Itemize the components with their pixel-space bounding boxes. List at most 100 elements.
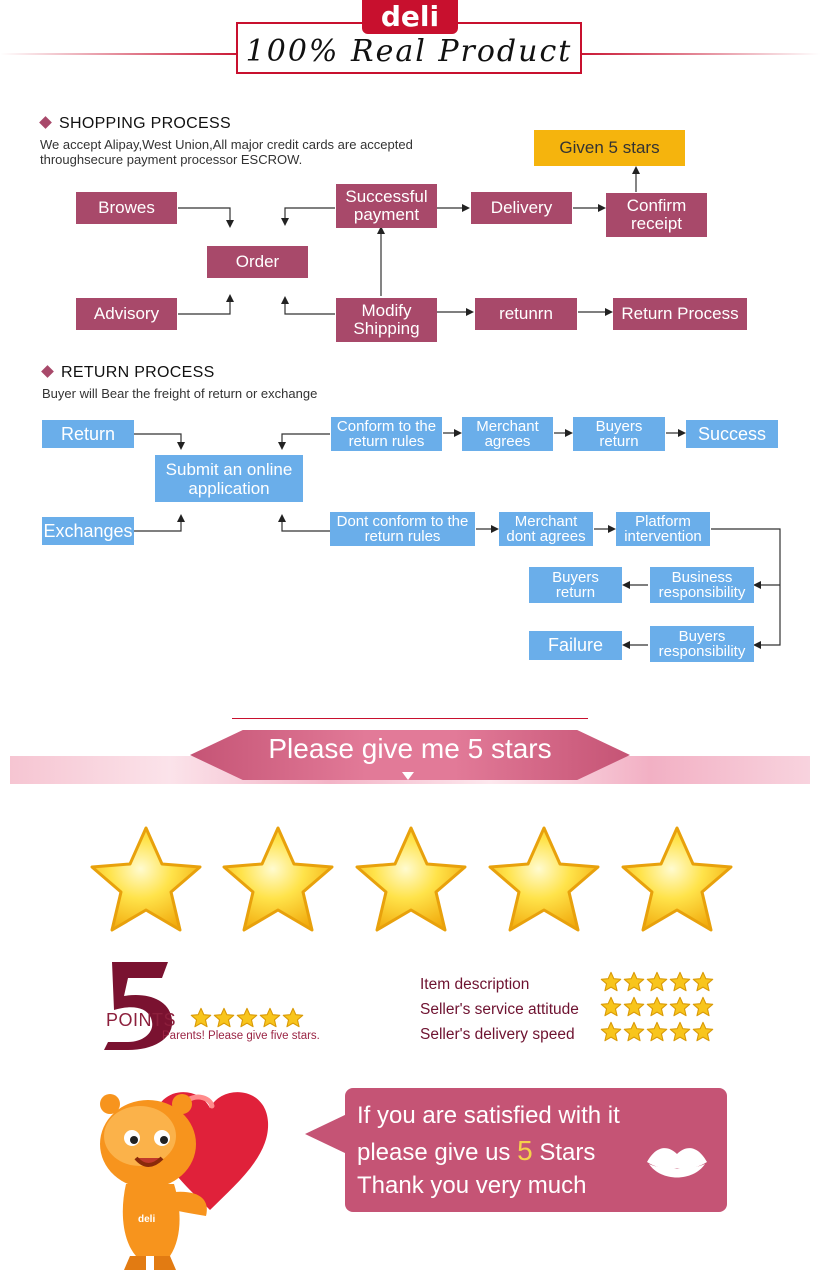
step-return-label: retunrn [499,304,553,323]
rstep-mdont-line2: dont agrees [506,528,586,545]
points-subtitle: Parents! Please give five stars. [162,1030,320,1042]
big-stars-row [90,826,733,932]
down-arrow-icon [402,772,414,780]
points-label: POINTS [106,1010,177,1030]
step-modify-line2: Shipping [353,319,420,338]
star-icon [623,996,645,1017]
big-star-icon [621,826,733,932]
star-icon [692,996,714,1017]
rstep-conform-line1: Conform to the [336,418,437,435]
star-icon [600,996,622,1017]
rstep-dont-line2: return rules [364,528,441,545]
step-advisory-label: Advisory [93,304,160,323]
star-icon [646,971,668,992]
rstep-success-label: Success [697,423,767,444]
rstep-business-line1: Business [671,569,733,586]
mascot-illustration: deli [100,1092,269,1270]
shopping-process-title: SHOPPING PROCESS [59,115,231,132]
rstep-merchant-line1: Merchant [476,418,539,435]
star-icon [623,971,645,992]
star-icon [669,1021,691,1042]
rstep-bret-line2: return [555,584,596,601]
step-modify-line1: Modify [361,301,412,320]
step-browes-label: Browes [98,198,155,217]
rstep-exchanges: Exchanges [42,517,134,545]
rating-label-item: Item description [420,976,530,993]
rstep-bresp-line2: responsibility [658,643,746,660]
rstep-mdont-line1: Merchant [514,513,578,530]
header-title-box: 100% Real Product [236,22,582,74]
thanks-line1: If you are satisfied with it [357,1102,620,1129]
step-return: retunrn [475,298,577,330]
rstep-submit-line2: application [188,478,270,498]
return-process-title: RETURN PROCESS [61,364,215,381]
step-browes: Browes [76,192,177,224]
step-order-label: Order [235,252,280,271]
star-icon [646,1021,668,1042]
star-icon [236,1007,258,1028]
shopping-desc-line1: We accept Alipay,West Union,All major cr… [40,137,413,152]
shopping-desc-line2: throughsecure payment processor ESCROW. [40,152,303,167]
star-icon [282,1007,304,1028]
star-icon [259,1007,281,1028]
thanks-line2: please give us 5 Stars [357,1133,595,1170]
star-icon [646,996,668,1017]
star-icon [190,1007,212,1028]
thanks-line3: Thank you very much [357,1172,587,1199]
rstep-failure-label: Failure [547,635,604,655]
page-title: 100% Real Product [245,34,573,69]
banner-divider [232,718,588,719]
step-confirm-line1: Confirm [626,196,687,215]
rstep-dont-line1: Dont conform to the [336,513,469,530]
banner-title: Please give me 5 stars [268,733,552,764]
points-star-row [190,1007,310,1031]
thanks-bubble: If you are satisfied with it please give… [345,1088,727,1212]
rstep-platform-line1: Platform [635,513,691,530]
big-star-icon [222,826,334,932]
rstep-bresp-line1: Buyers [678,628,726,645]
rstep-merchant-line2: agrees [484,433,531,450]
step-confirm-line2: receipt [630,214,683,233]
star-icon [623,1021,645,1042]
rstep-bret-line1: Buyers [552,569,599,586]
brand-logo: deli [362,0,458,34]
step-given-5-stars: Given 5 stars [534,130,685,166]
rstep-success: Success [686,420,778,448]
star-icon [600,971,622,992]
rstep-submit-line1: Submit an online [165,459,293,479]
step-advisory: Advisory [76,298,177,330]
step-return-process-label: Return Process [621,304,739,323]
shopping-process-desc: We accept Alipay,West Union,All major cr… [40,137,413,167]
step-successful-line1: Successful [345,187,428,206]
star-icon [692,1021,714,1042]
rstep-exchanges-label: Exchanges [43,520,133,541]
return-desc-text: Buyer will Bear the freight of return or… [42,386,318,401]
rstep-platform-line2: intervention [624,528,702,545]
thanks-line2-b: Stars [539,1139,596,1166]
bubble-tail [305,1114,347,1154]
step-delivery: Delivery [471,192,572,224]
rstep-failure: Failure [529,631,622,660]
rating-label-service: Seller's service attitude [420,1001,579,1018]
step-order: Order [207,246,308,278]
big-star-icon [90,826,202,932]
mascot-text: deli [138,1214,155,1225]
rstep-return-label: Return [60,423,116,444]
star-icon [213,1007,235,1028]
brand-name: deli [380,0,440,33]
step-return-process: Return Process [613,298,747,330]
rstep-conform-line2: return rules [348,433,425,450]
big-star-icon [488,826,600,932]
